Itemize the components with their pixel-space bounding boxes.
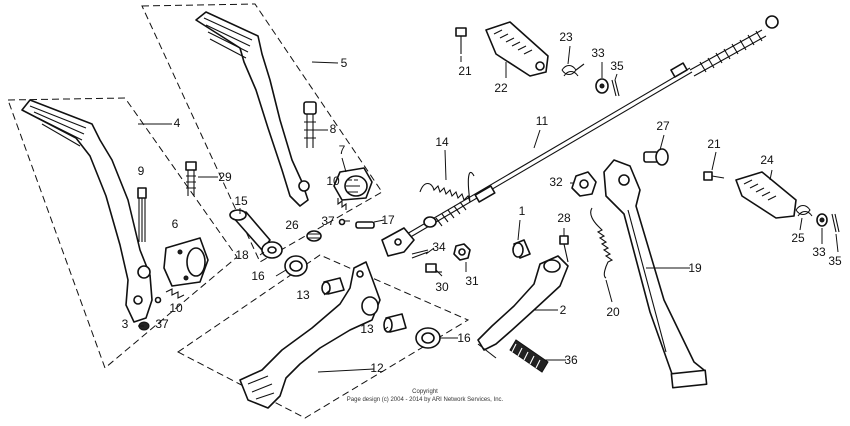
callout-c6: 6 bbox=[172, 217, 179, 231]
pivot-bolt-15 bbox=[229, 209, 271, 251]
callout-c24: 24 bbox=[760, 153, 774, 167]
bushing-13-b bbox=[383, 313, 407, 333]
callout-c15: 15 bbox=[234, 194, 248, 208]
kick-arm-alt-group-box bbox=[141, 3, 383, 263]
callout-c10b: 10 bbox=[326, 174, 340, 188]
shift-rubber-36 bbox=[509, 339, 549, 373]
callout-c21b: 21 bbox=[707, 137, 721, 151]
rod-clevis bbox=[381, 216, 437, 257]
bolt-30 bbox=[425, 263, 442, 273]
callout-c11: 11 bbox=[536, 114, 549, 128]
copyright-title: Copyright bbox=[412, 389, 438, 395]
copyright-notice: Page design (c) 2004 - 2014 by ARI Netwo… bbox=[347, 397, 504, 403]
callout-c33a: 33 bbox=[591, 46, 605, 60]
callout-c37a: 37 bbox=[155, 317, 169, 331]
brake-pedal-group-box bbox=[177, 254, 470, 419]
kick-arm-group-box bbox=[7, 97, 238, 369]
spring-23 bbox=[561, 63, 585, 77]
cotter-pin-34 bbox=[411, 249, 429, 259]
callout-c26: 26 bbox=[285, 218, 299, 232]
washer-33-a bbox=[595, 78, 609, 94]
callout-c5: 5 bbox=[341, 56, 348, 70]
callout-c23: 23 bbox=[559, 30, 573, 44]
callout-c35b: 35 bbox=[828, 254, 842, 268]
kick-arm-5 bbox=[195, 11, 310, 207]
callout-c22: 22 bbox=[494, 81, 508, 95]
cotter-pin-35-b bbox=[831, 213, 840, 233]
callout-c9: 9 bbox=[138, 164, 145, 178]
callout-c25: 25 bbox=[791, 231, 805, 245]
spring-20 bbox=[590, 207, 614, 279]
seal-16-a bbox=[284, 255, 308, 277]
callout-c37b: 37 bbox=[321, 214, 335, 228]
callout-c14: 14 bbox=[435, 135, 449, 149]
spring-26 bbox=[306, 230, 322, 242]
callout-c30: 30 bbox=[435, 280, 449, 294]
nut-32 bbox=[571, 171, 597, 197]
bolt-29 bbox=[185, 161, 197, 196]
bushing-13-a bbox=[321, 277, 345, 295]
spring-14 bbox=[419, 171, 475, 203]
spring-25 bbox=[795, 204, 813, 217]
callout-c18: 18 bbox=[235, 248, 249, 262]
callout-c16b: 16 bbox=[457, 331, 471, 345]
callout-c35a: 35 bbox=[610, 59, 624, 73]
bolt-27 bbox=[643, 148, 669, 166]
pin-17 bbox=[355, 221, 375, 229]
callout-c32: 32 bbox=[549, 175, 563, 189]
shift-lever-2 bbox=[477, 255, 569, 359]
callout-c34: 34 bbox=[432, 240, 446, 254]
callout-c33b: 33 bbox=[812, 245, 826, 259]
kick-starter-arm-4 bbox=[21, 99, 153, 323]
callout-c36: 36 bbox=[564, 353, 578, 367]
callout-c10a: 10 bbox=[169, 301, 183, 315]
callout-c3: 3 bbox=[122, 317, 129, 331]
spring-10-b bbox=[337, 198, 347, 210]
callout-c4: 4 bbox=[174, 116, 181, 130]
cotter-pin-35-a bbox=[611, 79, 620, 97]
kick-boss-6 bbox=[163, 237, 209, 287]
callout-c2: 2 bbox=[560, 303, 567, 317]
washer-18 bbox=[261, 241, 283, 259]
spring-10-a bbox=[165, 288, 185, 299]
kick-boss-7 bbox=[333, 167, 373, 201]
callout-c31: 31 bbox=[465, 274, 479, 288]
footpeg-22 bbox=[485, 21, 549, 77]
seal-16-b bbox=[415, 327, 441, 349]
bushing-1 bbox=[512, 239, 531, 259]
bolt-21-b bbox=[703, 171, 725, 181]
bolt-9 bbox=[137, 187, 147, 242]
callout-c12: 12 bbox=[370, 361, 384, 375]
callout-c16a: 16 bbox=[251, 269, 265, 283]
pin-37-b bbox=[338, 218, 346, 226]
callout-c19: 19 bbox=[688, 261, 702, 275]
brake-rod-11 bbox=[399, 15, 779, 243]
callout-c27: 27 bbox=[656, 119, 670, 133]
brake-pedal-12 bbox=[239, 261, 381, 409]
callout-c1: 1 bbox=[519, 204, 526, 218]
callout-c20: 20 bbox=[606, 305, 620, 319]
bolt-21-a bbox=[455, 27, 467, 54]
nut-31 bbox=[453, 243, 471, 261]
callout-c13a: 13 bbox=[296, 288, 310, 302]
footpeg-24 bbox=[735, 171, 797, 219]
callout-c7: 7 bbox=[339, 143, 346, 157]
pin-37-a bbox=[154, 296, 162, 304]
leader-lines bbox=[138, 45, 839, 373]
washer-33-b bbox=[816, 213, 828, 227]
callout-c8: 8 bbox=[330, 122, 337, 136]
bolt-8 bbox=[303, 101, 317, 148]
side-stand-19 bbox=[603, 159, 708, 389]
callout-c28: 28 bbox=[557, 211, 571, 225]
callout-c13b: 13 bbox=[360, 322, 374, 336]
callout-c17: 17 bbox=[381, 213, 395, 227]
callout-c21a: 21 bbox=[458, 64, 472, 78]
callout-c29: 29 bbox=[218, 170, 232, 184]
